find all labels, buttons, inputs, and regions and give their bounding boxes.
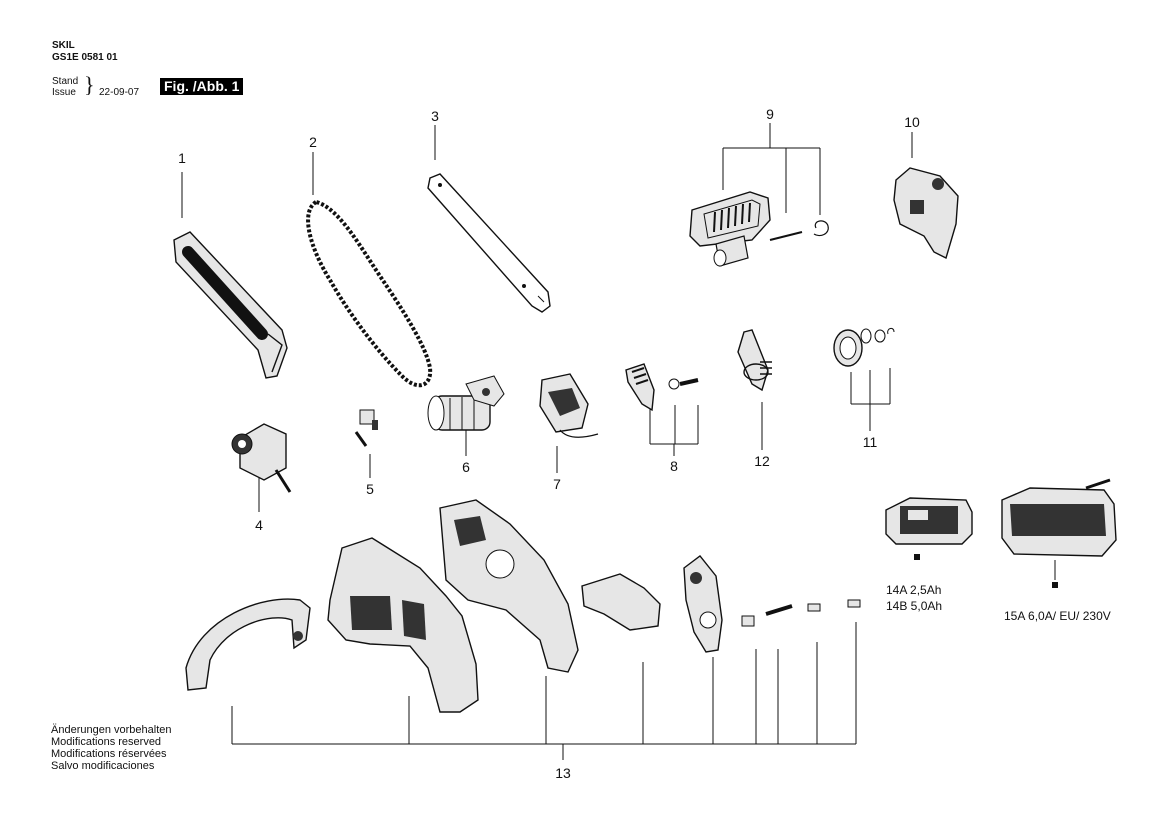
brace: } [84, 72, 95, 97]
connector-part [354, 409, 378, 447]
note-es: Salvo modificaciones [51, 760, 155, 772]
sprocket-cover-part [893, 167, 959, 260]
housing-right-part [439, 499, 579, 673]
motor-part [427, 375, 505, 431]
charger-part [1001, 478, 1117, 588]
part-number-3: 3 [431, 108, 439, 124]
part-number-11: 11 [863, 434, 878, 450]
part-number-10: 10 [904, 114, 920, 130]
brand-label: SKIL [52, 40, 75, 51]
clamp-part [737, 329, 772, 392]
modification-notes: Änderungen vorbehalten Modifications res… [51, 724, 171, 772]
controller-part [539, 373, 599, 438]
issue-date: 22-09-07 [99, 87, 140, 98]
part-number-5: 5 [366, 481, 374, 497]
part-number-7: 7 [553, 476, 561, 492]
note-fr: Modifications réservées [51, 748, 167, 760]
part-number-1: 1 [178, 150, 186, 166]
part-number-6: 6 [462, 459, 470, 475]
part-number-9: 9 [766, 106, 774, 122]
fasteners-part [741, 599, 861, 627]
trigger-part [625, 363, 699, 412]
switch-part [231, 423, 292, 493]
note-en: Modifications reserved [51, 736, 162, 748]
part-number-12: 12 [754, 453, 770, 469]
part-number-4: 4 [255, 517, 263, 533]
issue-label: Issue [52, 87, 76, 98]
front-handle-part [689, 191, 829, 267]
guide-bar-part [427, 173, 551, 313]
model-label: GS1E 0581 01 [52, 52, 118, 63]
figure-label: Fig. /Abb. 1 [160, 78, 244, 95]
cover-plate-part [581, 573, 661, 631]
housing-left-part [327, 537, 479, 713]
battery-caption-2: 14B 5,0Ah [886, 599, 942, 613]
charger-caption: 15A 6,0A/ EU/ 230V [1004, 609, 1111, 623]
oil-plate-part [683, 555, 723, 653]
battery-part [885, 497, 973, 560]
sprocket-part [833, 327, 895, 367]
note-de: Änderungen vorbehalten [51, 724, 172, 736]
saw-chain-part [306, 199, 433, 388]
stand-label: Stand [52, 76, 79, 87]
battery-caption-1: 14A 2,5Ah [886, 583, 941, 597]
part-number-8: 8 [670, 458, 678, 474]
bar-cover-part [173, 231, 288, 379]
part-number-13: 13 [555, 765, 571, 781]
part-number-2: 2 [309, 134, 317, 150]
rear-handle-part [185, 598, 311, 691]
